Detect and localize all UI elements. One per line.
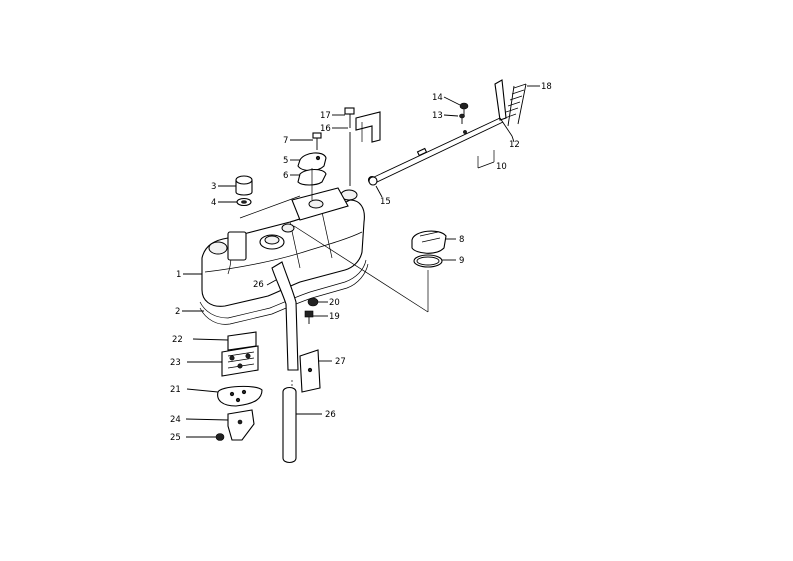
callout-9: 9 (459, 256, 464, 266)
part-24-holder (227, 409, 255, 441)
callout-7: 7 (283, 136, 288, 146)
part-10-rod (367, 117, 504, 185)
part-21-gasket (217, 385, 263, 407)
callout-25: 25 (170, 433, 181, 443)
callout-labels: 1 2 3 4 5 6 7 8 9 10 12 13 14 15 16 17 1… (170, 82, 552, 443)
callout-20: 20 (329, 298, 340, 308)
callout-15: 15 (380, 197, 391, 207)
callout-10: 10 (496, 162, 507, 172)
callout-21: 21 (170, 385, 181, 395)
callout-1: 1 (176, 270, 181, 280)
part-6-gasket (297, 168, 327, 200)
callout-22: 22 (172, 335, 183, 345)
callout-19: 19 (329, 312, 340, 322)
part-18-lever (494, 79, 527, 137)
part-16-bracket (349, 111, 381, 186)
part-9-oring (413, 254, 443, 268)
callout-16: 16 (320, 124, 331, 134)
part-23-filter (221, 345, 259, 377)
callout-26-lower: 26 (325, 410, 336, 420)
part-20-nut (307, 297, 319, 307)
part-3-cylinder (235, 175, 253, 196)
callout-26-upper: 26 (253, 280, 264, 290)
callout-3: 3 (211, 182, 216, 192)
callout-4: 4 (211, 198, 216, 208)
part-13-screw (459, 113, 465, 124)
callout-13: 13 (432, 111, 443, 121)
part-25-screw (215, 433, 225, 441)
callout-5: 5 (283, 156, 288, 166)
callout-14: 14 (432, 93, 443, 103)
callout-18: 18 (541, 82, 552, 92)
part-7-screw (312, 132, 322, 150)
filler-neck (227, 223, 295, 261)
assembly-lines (293, 150, 495, 313)
part-15-ring (368, 176, 378, 186)
part-14-screw (459, 102, 469, 115)
callout-24: 24 (170, 415, 181, 425)
part-4-washer (236, 197, 252, 207)
part-17-bolt (344, 107, 355, 128)
leader-lines (182, 85, 540, 438)
callout-2: 2 (175, 307, 180, 317)
callout-12: 12 (509, 140, 520, 150)
part-8-cap (411, 230, 447, 254)
top-flange (239, 187, 349, 221)
callout-8: 8 (459, 235, 464, 245)
callout-27: 27 (335, 357, 346, 367)
part-27-clip (299, 349, 321, 393)
part-5-cover (297, 152, 327, 172)
callout-6: 6 (283, 171, 288, 181)
part-26-hose-lower (282, 386, 297, 464)
callout-23: 23 (170, 358, 181, 368)
part-19-screw (304, 310, 314, 324)
callout-17: 17 (320, 111, 331, 121)
